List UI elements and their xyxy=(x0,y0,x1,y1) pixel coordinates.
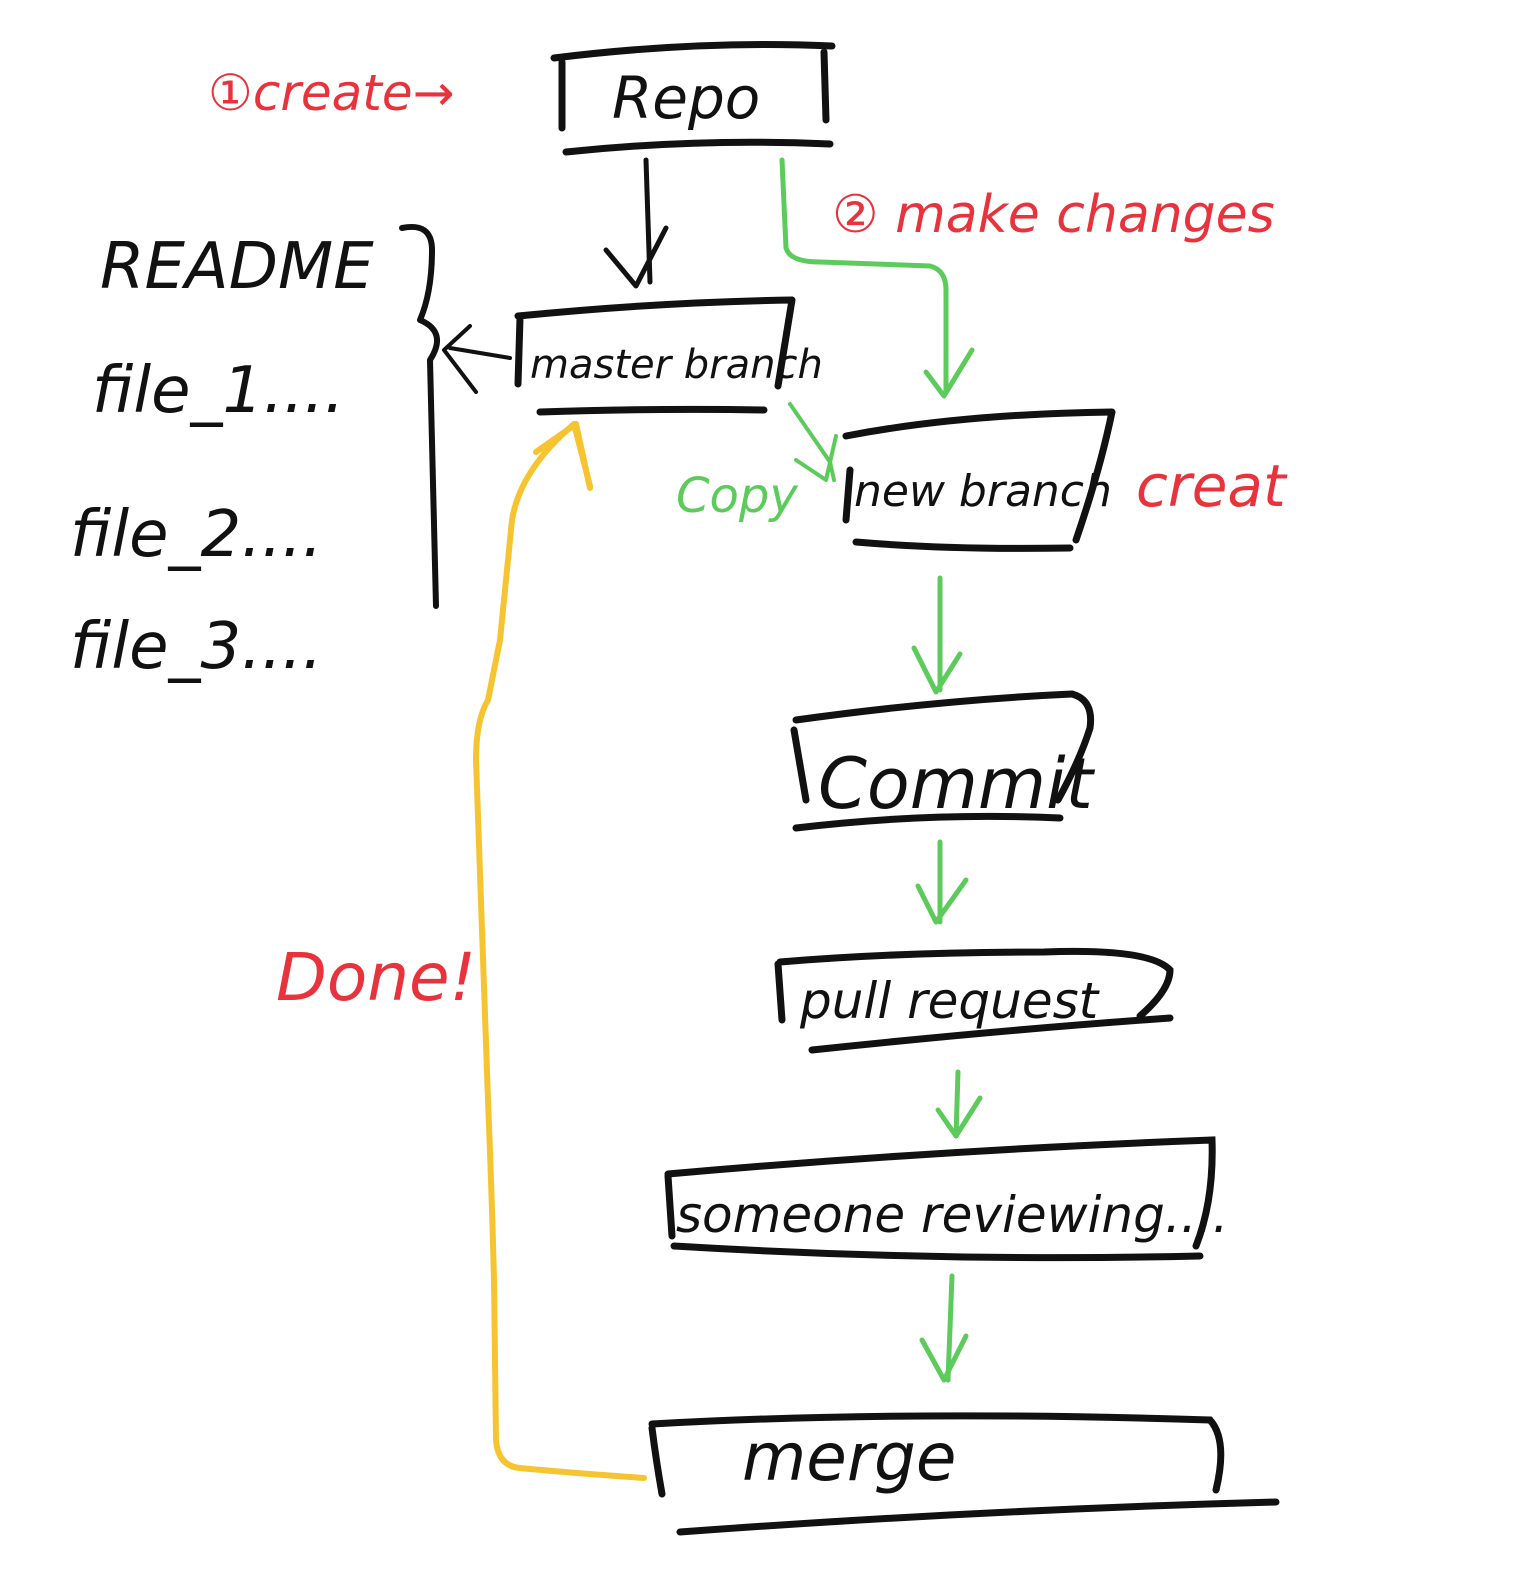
file-list-brace xyxy=(399,224,441,609)
repo-box: Repo xyxy=(550,41,836,156)
reviewing-label: someone reviewing.... xyxy=(676,1186,1228,1244)
reviewing-box: someone reviewing.... xyxy=(664,1136,1228,1262)
copy-annotation: Copy xyxy=(676,468,798,524)
file-item: file_1.... xyxy=(92,354,345,428)
merge-box: merge xyxy=(648,1412,1280,1536)
pull-request-box: pull request xyxy=(774,947,1174,1054)
file-item: file_3.... xyxy=(70,610,323,684)
master-to-files-arrow xyxy=(442,324,512,394)
repo-label: Repo xyxy=(612,64,760,132)
file-list: README file_1.... file_2.... file_3.... xyxy=(70,230,374,684)
pull-request-to-reviewing-arrow xyxy=(935,1069,983,1139)
commit-to-pull-request-arrow xyxy=(915,839,969,925)
new-branch-to-commit-arrow xyxy=(911,575,963,695)
done-annotation: Done! xyxy=(276,939,476,1016)
repo-to-new-branch-arrow xyxy=(779,157,975,399)
new-branch-box: new branch xyxy=(842,408,1116,552)
reviewing-to-merge-arrow xyxy=(919,1273,969,1383)
make-changes-annotation: ② make changes xyxy=(832,185,1275,245)
commit-box: Commit xyxy=(790,690,1096,832)
pull-request-label: pull request xyxy=(799,972,1101,1030)
file-item: README xyxy=(100,230,374,304)
master-branch-box: master branch xyxy=(514,296,823,416)
master-to-new-branch-arrow xyxy=(788,402,838,482)
master-branch-label: master branch xyxy=(530,342,823,388)
merge-label: merge xyxy=(742,1419,957,1496)
file-item: file_2.... xyxy=(70,498,323,572)
commit-label: Commit xyxy=(818,743,1096,825)
repo-to-master-arrow xyxy=(603,157,669,289)
merge-to-master-arrow xyxy=(473,421,647,1481)
creat-annotation: creat xyxy=(1136,452,1288,520)
new-branch-label: new branch xyxy=(854,466,1112,517)
create-annotation: ①create→ xyxy=(208,64,455,122)
